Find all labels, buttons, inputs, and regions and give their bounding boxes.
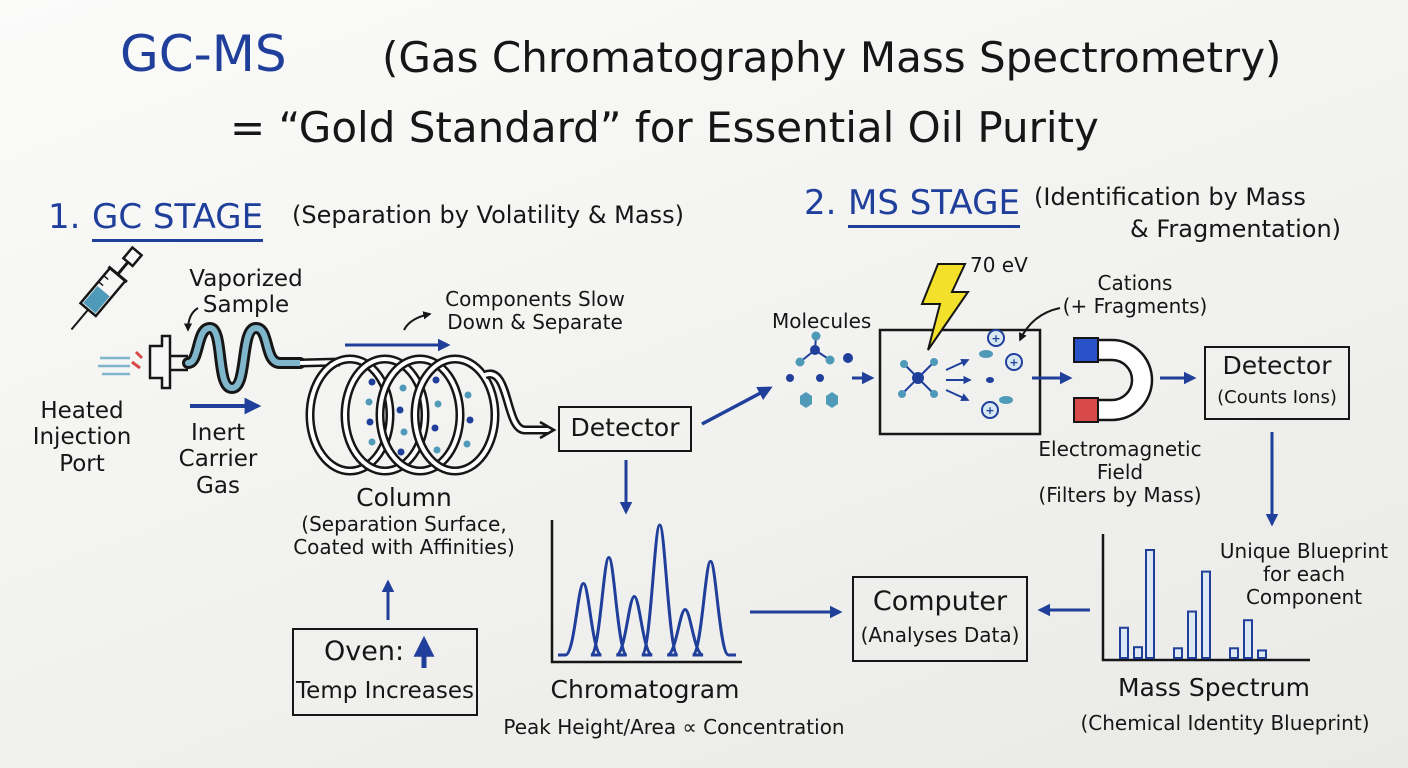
column-coil	[299, 354, 548, 476]
ionization-chamber	[878, 328, 1042, 436]
title-line2: = “Gold Standard” for Essential Oil Puri…	[230, 103, 1099, 152]
ms-detector-sub: (Counts Ions)	[1217, 387, 1337, 408]
mass-spectrum-label: Mass Spectrum	[1117, 673, 1311, 702]
syringe-icon	[70, 245, 144, 331]
ms-detector-label: Detector	[1222, 351, 1332, 380]
oven-box: Oven: Temp Increases	[292, 628, 478, 716]
computer-box: Computer (Analyses Data)	[852, 576, 1028, 662]
spectrum-bar	[1173, 647, 1183, 660]
svg-text:+: +	[985, 404, 994, 417]
spectrum-bar	[1201, 570, 1211, 659]
column-label: Column (Separation Surface, Coated with …	[293, 483, 515, 559]
spectrum-bar	[1229, 647, 1239, 660]
title-subtitle: (Gas Chromatography Mass Spectrometry)	[382, 33, 1282, 82]
svg-text:+: +	[1009, 356, 1018, 369]
gc-detector-box: Detector	[558, 406, 692, 452]
spectrum-bar	[1187, 610, 1197, 659]
title-main: GC-MS	[120, 25, 287, 83]
computer-sub: (Analyses Data)	[860, 623, 1020, 647]
chromatogram-label: Chromatogram	[550, 675, 740, 704]
blueprint-label: Unique Blueprint for each Component	[1219, 539, 1389, 609]
vaporized-sample-label: Vaporized Sample	[189, 266, 303, 319]
cation-fragments: + + +	[979, 329, 1023, 419]
spectrum-bar	[1133, 646, 1143, 660]
lightning-icon	[920, 263, 970, 351]
chromatogram-trace	[558, 523, 736, 657]
injection-port-icon	[98, 334, 188, 390]
spectrum-bar	[1145, 549, 1155, 659]
chromatogram-caption: Peak Height/Area ∝ Concentration	[503, 715, 845, 739]
separated-components	[365, 376, 474, 456]
mass-spectrum-bars	[1119, 549, 1267, 660]
energy-label: 70 eV	[970, 253, 1028, 277]
spectrum-bar	[1257, 649, 1267, 660]
gc-detector-label: Detector	[570, 413, 680, 442]
ms-detector-box: Detector (Counts Ions)	[1204, 346, 1350, 420]
cations-label: Cations (+ Fragments)	[1062, 271, 1208, 318]
spectrum-bar	[1119, 626, 1129, 660]
magnet-icon	[1073, 337, 1154, 423]
computer-label: Computer	[872, 586, 1008, 617]
ms-stage-heading: MS STAGE	[848, 183, 1020, 228]
svg-text:+: +	[991, 332, 1000, 345]
components-label: Components Slow Down & Separate	[445, 287, 625, 334]
carrier-gas-label: Inert Carrier Gas	[178, 420, 258, 499]
gc-stage-heading: GC STAGE	[92, 197, 264, 242]
oven-temp-label: Temp Increases	[296, 678, 474, 704]
ms-stage-subtitle-1: (Identification by Mass	[1034, 183, 1306, 211]
oven-label: Oven:	[324, 636, 405, 667]
ms-stage-number: 2.	[804, 183, 837, 223]
sample-tube	[182, 321, 306, 395]
field-label: Electromagnetic Field (Filters by Mass)	[1038, 437, 1202, 507]
spectrum-bar	[1243, 619, 1253, 660]
molecules-label: Molecules	[772, 309, 872, 333]
injection-port-label: Heated Injection Port	[32, 398, 132, 477]
gc-stage-number: 1.	[48, 197, 81, 237]
gc-stage-subtitle: (Separation by Volatility & Mass)	[292, 201, 684, 229]
ionized-molecule	[898, 358, 938, 398]
mass-spectrum-caption: (Chemical Identity Blueprint)	[1080, 711, 1370, 735]
molecules-icon	[786, 331, 853, 408]
ms-stage-subtitle-2: & Fragmentation)	[1130, 215, 1342, 243]
